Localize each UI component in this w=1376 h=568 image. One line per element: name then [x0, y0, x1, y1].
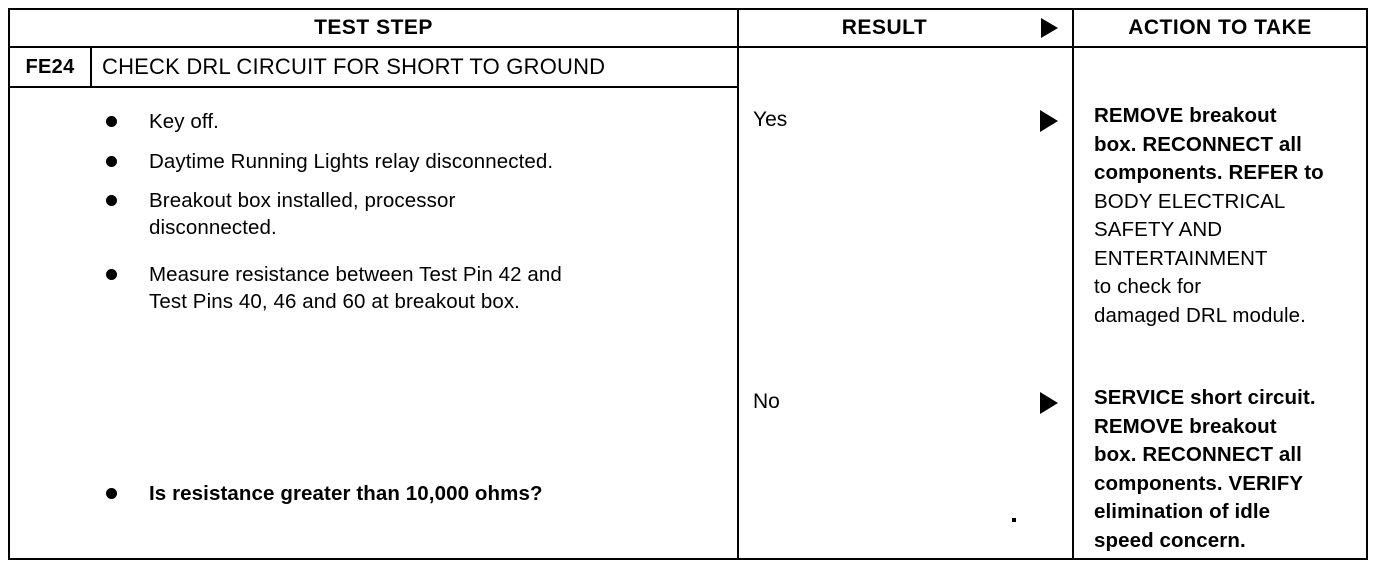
result-label: No — [753, 390, 780, 413]
header-row-divider — [10, 46, 1366, 48]
result-label: Yes — [753, 108, 788, 131]
scan-artifact-speck — [1012, 518, 1016, 522]
action-line: REMOVE breakout — [1094, 104, 1277, 127]
column-divider-action — [1072, 10, 1074, 558]
bullet-dot-icon — [106, 269, 117, 280]
list-item-text: Is resistance greater than 10,000 ohms? — [149, 482, 543, 505]
step-title-divider — [10, 86, 737, 88]
action-line: SERVICE short circuit. — [1094, 386, 1316, 409]
bullet-dot-icon — [106, 116, 117, 127]
bullet-dot-icon — [106, 195, 117, 206]
step-code-divider — [90, 48, 92, 86]
action-line: box. RECONNECT all — [1094, 132, 1302, 156]
action-line: damaged DRL module. — [1094, 303, 1306, 327]
right-triangle-icon — [1040, 392, 1058, 414]
action-line: components. REFER to — [1094, 161, 1324, 184]
action-block-yes: REMOVE breakout box. RECONNECT all compo… — [1094, 102, 1376, 330]
action-line: box. RECONNECT all — [1094, 443, 1302, 466]
header-label-action-to-take: ACTION TO TAKE — [1128, 16, 1312, 39]
list-item-text: Daytime Running Lights relay disconnecte… — [149, 150, 554, 173]
header-label-test-step: TEST STEP — [314, 16, 433, 39]
right-triangle-icon — [1041, 18, 1058, 38]
action-line: REMOVE breakout — [1094, 414, 1277, 438]
step-title-label: CHECK DRL CIRCUIT FOR SHORT TO GROUND — [102, 54, 606, 79]
action-line: components. VERIFY — [1094, 471, 1304, 495]
action-line: BODY ELECTRICAL — [1094, 189, 1286, 213]
step-title-cell: CHECK DRL CIRCUIT FOR SHORT TO GROUND — [102, 48, 732, 86]
test-step-body: Key off. Daytime Running Lights relay di… — [10, 88, 737, 558]
result-row-no: No — [739, 388, 1072, 418]
action-line: to check for — [1094, 275, 1202, 298]
action-column: REMOVE breakout box. RECONNECT all compo… — [1074, 48, 1366, 558]
list-item-text: Breakout box installed, processor discon… — [149, 189, 456, 239]
header-label-result: RESULT — [841, 16, 928, 39]
column-divider-result — [737, 10, 739, 558]
test-step-table: TEST STEP RESULT ACTION TO TAKE FE24 CHE… — [8, 8, 1368, 560]
step-code-cell: FE24 — [10, 48, 90, 86]
list-item: Daytime Running Lights relay disconnecte… — [106, 148, 726, 175]
action-line: speed concern. — [1094, 528, 1246, 552]
right-triangle-icon — [1040, 110, 1058, 132]
bullet-dot-icon — [106, 156, 117, 167]
action-line: SAFETY AND — [1094, 218, 1223, 241]
action-line: ENTERTAINMENT — [1094, 246, 1268, 270]
bullet-dot-icon — [106, 488, 117, 499]
list-item: Measure resistance between Test Pin 42 a… — [106, 261, 726, 315]
header-cell-action-to-take: ACTION TO TAKE — [1074, 10, 1366, 46]
list-item-text: Measure resistance between Test Pin 42 a… — [149, 263, 562, 313]
header-cell-result: RESULT — [739, 10, 1072, 46]
result-column: Yes No — [739, 48, 1072, 558]
list-item-text: Key off. — [149, 110, 219, 133]
list-item: Key off. — [106, 108, 726, 135]
list-item-question: Is resistance greater than 10,000 ohms? — [106, 480, 726, 507]
list-item: Breakout box installed, processor discon… — [106, 187, 726, 241]
result-row-yes: Yes — [739, 106, 1072, 136]
header-cell-test-step: TEST STEP — [10, 10, 737, 46]
action-line: elimination of idle — [1094, 500, 1271, 523]
step-code-label: FE24 — [25, 55, 75, 78]
action-block-no: SERVICE short circuit. REMOVE breakout b… — [1094, 384, 1376, 555]
